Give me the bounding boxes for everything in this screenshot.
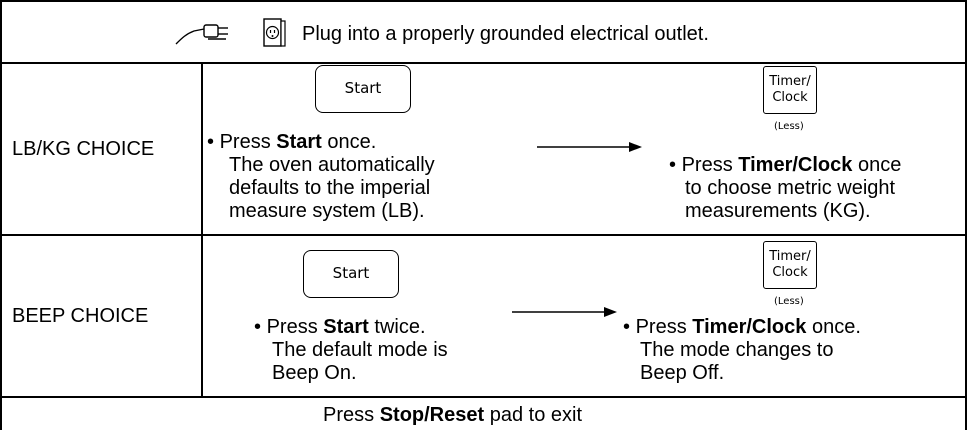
bullet: • (254, 316, 262, 338)
timer-clock-key-name: Timer/Clock (692, 316, 807, 338)
table-border-left (0, 0, 2, 430)
right-arrow-icon (537, 142, 642, 152)
row-divider (0, 234, 967, 236)
instruction-start-twice: • Press Start twice. (254, 316, 426, 338)
footer-text: Press Stop/Reset pad to exit (323, 404, 582, 426)
timer-clock-key: Timer/ Clock (763, 241, 817, 289)
header-text: Plug into a properly grounded electrical… (302, 23, 709, 45)
table-border-top (0, 0, 967, 2)
row-label-beep: BEEP CHOICE (12, 305, 149, 327)
less-label: (Less) (774, 296, 804, 307)
footer-prefix: Press (323, 404, 380, 426)
footer-suffix: pad to exit (484, 404, 582, 426)
row-divider (0, 396, 967, 398)
outlet-icon (263, 18, 286, 47)
instruction-timer-once: • Press Timer/Clock once. (623, 316, 861, 338)
instruction-prefix: Press (219, 131, 277, 153)
instruction-line: to choose metric weight (685, 177, 896, 199)
row-label-lbkg: LB/KG CHOICE (12, 138, 155, 160)
table-border-right (965, 0, 967, 430)
start-key: Start (303, 250, 399, 298)
bullet: • (207, 131, 215, 153)
timer-clock-key-name: Timer/Clock (738, 154, 853, 176)
instruction-prefix: Press (635, 316, 693, 338)
instruction-suffix: once. (321, 131, 377, 153)
instruction-prefix: Press (266, 316, 324, 338)
start-key: Start (315, 65, 411, 113)
timer-clock-key-line: Timer/ (769, 74, 811, 89)
instruction-line: Beep On. (272, 362, 357, 384)
start-key-label: Start (344, 79, 382, 97)
less-label: (Less) (774, 121, 804, 132)
timer-clock-key-line: Timer/ (769, 249, 811, 264)
instruction-line: defaults to the imperial (229, 177, 431, 199)
instruction-suffix: twice. (368, 316, 426, 338)
start-key-label: Start (332, 264, 370, 282)
instruction-suffix: once (852, 154, 902, 176)
instruction-line: The oven automatically (229, 154, 435, 176)
instruction-line: Beep Off. (640, 362, 725, 384)
timer-clock-key-line: Clock (772, 265, 808, 280)
start-key-name: Start (276, 131, 322, 153)
timer-clock-key: Timer/ Clock (763, 66, 817, 114)
plug-icon (175, 24, 228, 45)
timer-clock-key-line: Clock (772, 90, 808, 105)
instruction-start-once: • Press Start once. (207, 131, 376, 153)
instruction-line: measurements (KG). (685, 200, 871, 222)
stop-reset-key-name: Stop/Reset (379, 404, 485, 426)
instruction-timer-once: • Press Timer/Clock once (669, 154, 901, 176)
instruction-prefix: Press (681, 154, 739, 176)
instruction-line: The mode changes to (640, 339, 834, 361)
bullet: • (669, 154, 677, 176)
column-divider (201, 62, 203, 396)
instruction-suffix: once. (806, 316, 861, 338)
instruction-line: The default mode is (272, 339, 448, 361)
bullet: • (623, 316, 631, 338)
instruction-line: measure system (LB). (229, 200, 425, 222)
start-key-name: Start (323, 316, 369, 338)
right-arrow-icon (512, 307, 617, 317)
row-divider (0, 62, 967, 64)
